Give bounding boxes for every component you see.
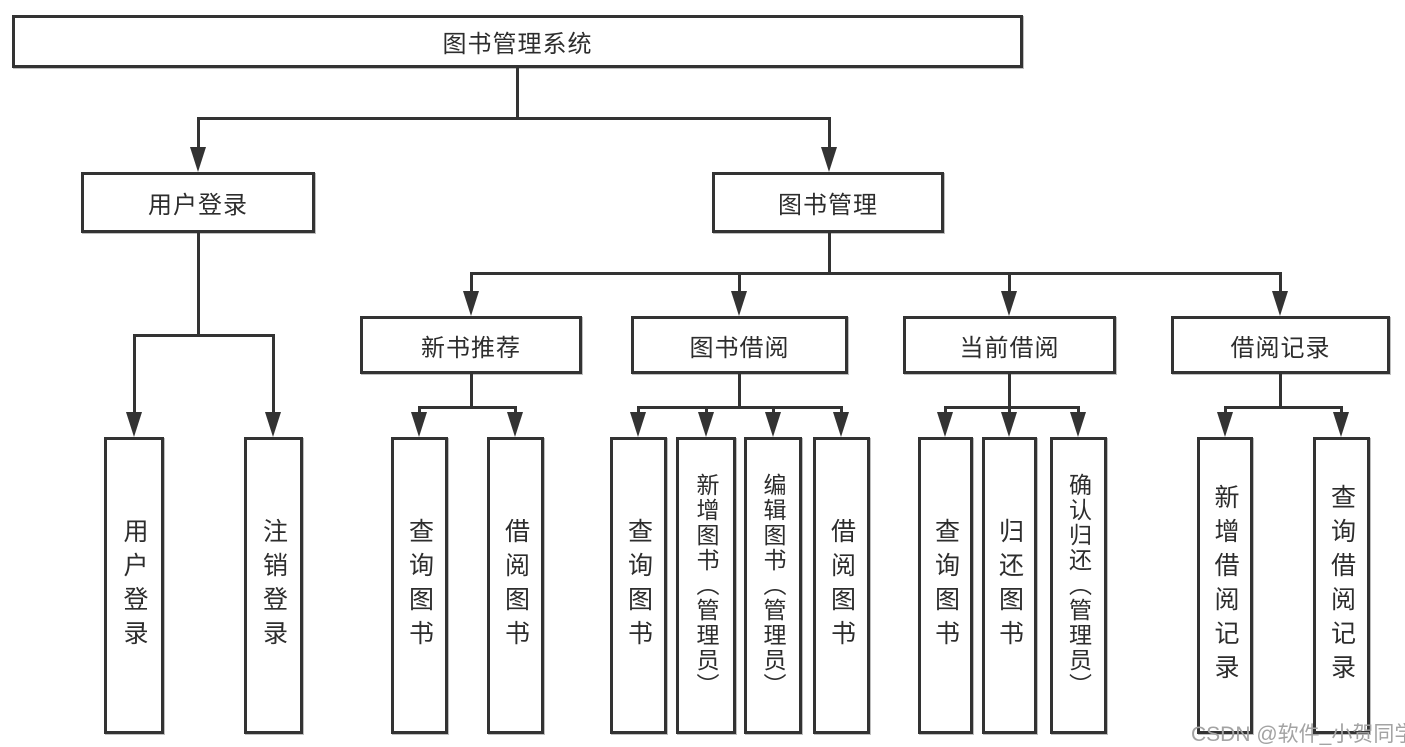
connector-line: [1008, 374, 1011, 407]
connector-line: [637, 407, 640, 416]
leaf-borrow-books-recommend-label: 借阅图书: [501, 517, 530, 654]
leaf-add-books-admin-label: 新增图书（管理员）: [693, 473, 719, 698]
leaf-confirm-return-admin-label: 确认归还（管理员）: [1065, 473, 1092, 698]
leaf-query-books-current: 查询图书: [918, 437, 973, 734]
node-user-login-label: 用户登录: [148, 192, 248, 219]
node-book-management-label: 图书管理: [778, 192, 878, 219]
csdn-watermark: CSDN @软件_小贺同学: [1191, 723, 1405, 746]
connector-line: [1223, 407, 1227, 416]
leaf-logout: 注销登录: [244, 437, 303, 734]
connector-line: [1008, 407, 1011, 416]
connector-line: [469, 271, 1282, 275]
node-borrowing-records-label: 借阅记录: [1230, 334, 1331, 362]
arrowhead-icon: [125, 412, 142, 437]
leaf-edit-books-admin-label: 编辑图书（管理员）: [760, 473, 786, 698]
connector-line: [271, 335, 275, 415]
arrowhead-icon: [411, 412, 427, 437]
connector-line: [1008, 273, 1011, 294]
arrowhead-icon: [820, 147, 837, 172]
leaf-query-books-borrowing: 查询图书: [610, 437, 667, 734]
connector-line: [827, 233, 831, 273]
arrowhead-icon: [730, 291, 747, 316]
connector-line: [944, 407, 947, 416]
arrowhead-icon: [189, 147, 206, 172]
leaf-borrow-books-label: 借阅图书: [827, 517, 856, 654]
leaf-borrow-books-recommend: 借阅图书: [487, 437, 544, 734]
leaf-query-books-borrowing-label: 查询图书: [624, 517, 653, 654]
arrowhead-icon: [462, 291, 479, 316]
connector-line: [196, 118, 200, 149]
arrowhead-icon: [1001, 412, 1017, 437]
connector-line: [516, 68, 519, 118]
connector-line: [840, 407, 843, 416]
connector-line: [196, 116, 831, 120]
connector-line: [418, 407, 421, 416]
node-new-book-recommend-label: 新书推荐: [421, 334, 521, 362]
connector-line: [514, 407, 517, 416]
leaf-query-books-recommend-label: 查询图书: [405, 517, 434, 654]
leaf-user-login-label: 用户登录: [120, 517, 148, 654]
connector-line: [771, 407, 775, 416]
arrowhead-icon: [1070, 412, 1086, 437]
node-current-borrowing: 当前借阅: [903, 316, 1116, 374]
connector-line: [637, 405, 843, 409]
connector-line: [1279, 374, 1282, 407]
connector-line: [1223, 405, 1343, 409]
arrowhead-icon: [1333, 412, 1349, 437]
node-user-login: 用户登录: [81, 172, 315, 233]
node-book-management: 图书管理: [712, 172, 944, 233]
connector-line: [1279, 273, 1282, 294]
leaf-add-borrow-record-label: 新增借阅记录: [1211, 483, 1239, 688]
leaf-return-books: 归还图书: [982, 437, 1037, 734]
connector-line: [132, 335, 136, 415]
arrowhead-icon: [630, 412, 646, 437]
leaf-add-borrow-record: 新增借阅记录: [1197, 437, 1253, 734]
connector-line: [469, 273, 473, 294]
arrowhead-icon: [1272, 291, 1288, 316]
leaf-edit-books-admin: 编辑图书（管理员）: [744, 437, 802, 734]
arrowhead-icon: [264, 412, 281, 437]
leaf-borrow-books: 借阅图书: [813, 437, 870, 734]
leaf-add-books-admin: 新增图书（管理员）: [676, 437, 736, 734]
connector-line: [469, 374, 473, 407]
arrowhead-icon: [937, 412, 953, 437]
connector-line: [737, 273, 741, 294]
connector-line: [1077, 407, 1080, 416]
connector-line: [704, 407, 708, 416]
arrowhead-icon: [764, 412, 781, 437]
leaf-query-books-recommend: 查询图书: [391, 437, 448, 734]
arrowhead-icon: [507, 412, 523, 437]
connector-line: [418, 405, 517, 409]
connector-line: [196, 233, 200, 335]
arrowhead-icon: [833, 412, 849, 437]
leaf-query-books-current-label: 查询图书: [931, 517, 960, 654]
connector-line: [1340, 407, 1343, 416]
arrowhead-icon: [1216, 412, 1233, 437]
arrowhead-icon: [697, 412, 714, 437]
leaf-confirm-return-admin: 确认归还（管理员）: [1050, 437, 1107, 734]
node-current-borrowing-label: 当前借阅: [959, 334, 1060, 362]
leaf-logout-label: 注销登录: [259, 517, 288, 654]
connector-line: [737, 374, 741, 407]
connector-line: [944, 405, 1080, 409]
leaf-return-books-label: 归还图书: [995, 517, 1024, 654]
node-book-borrowing-label: 图书借阅: [689, 334, 790, 362]
connector-line: [827, 118, 831, 149]
connector-line: [132, 333, 275, 337]
arrowhead-icon: [1001, 291, 1017, 316]
leaf-query-borrow-record-label: 查询借阅记录: [1327, 483, 1356, 688]
leaf-user-login: 用户登录: [104, 437, 164, 734]
leaf-query-borrow-record: 查询借阅记录: [1313, 437, 1370, 734]
node-library-system-label: 图书管理系统: [442, 31, 593, 58]
node-new-book-recommend: 新书推荐: [360, 316, 582, 374]
node-borrowing-records: 借阅记录: [1171, 316, 1390, 374]
node-library-system: 图书管理系统: [12, 15, 1023, 68]
node-book-borrowing: 图书借阅: [631, 316, 848, 374]
